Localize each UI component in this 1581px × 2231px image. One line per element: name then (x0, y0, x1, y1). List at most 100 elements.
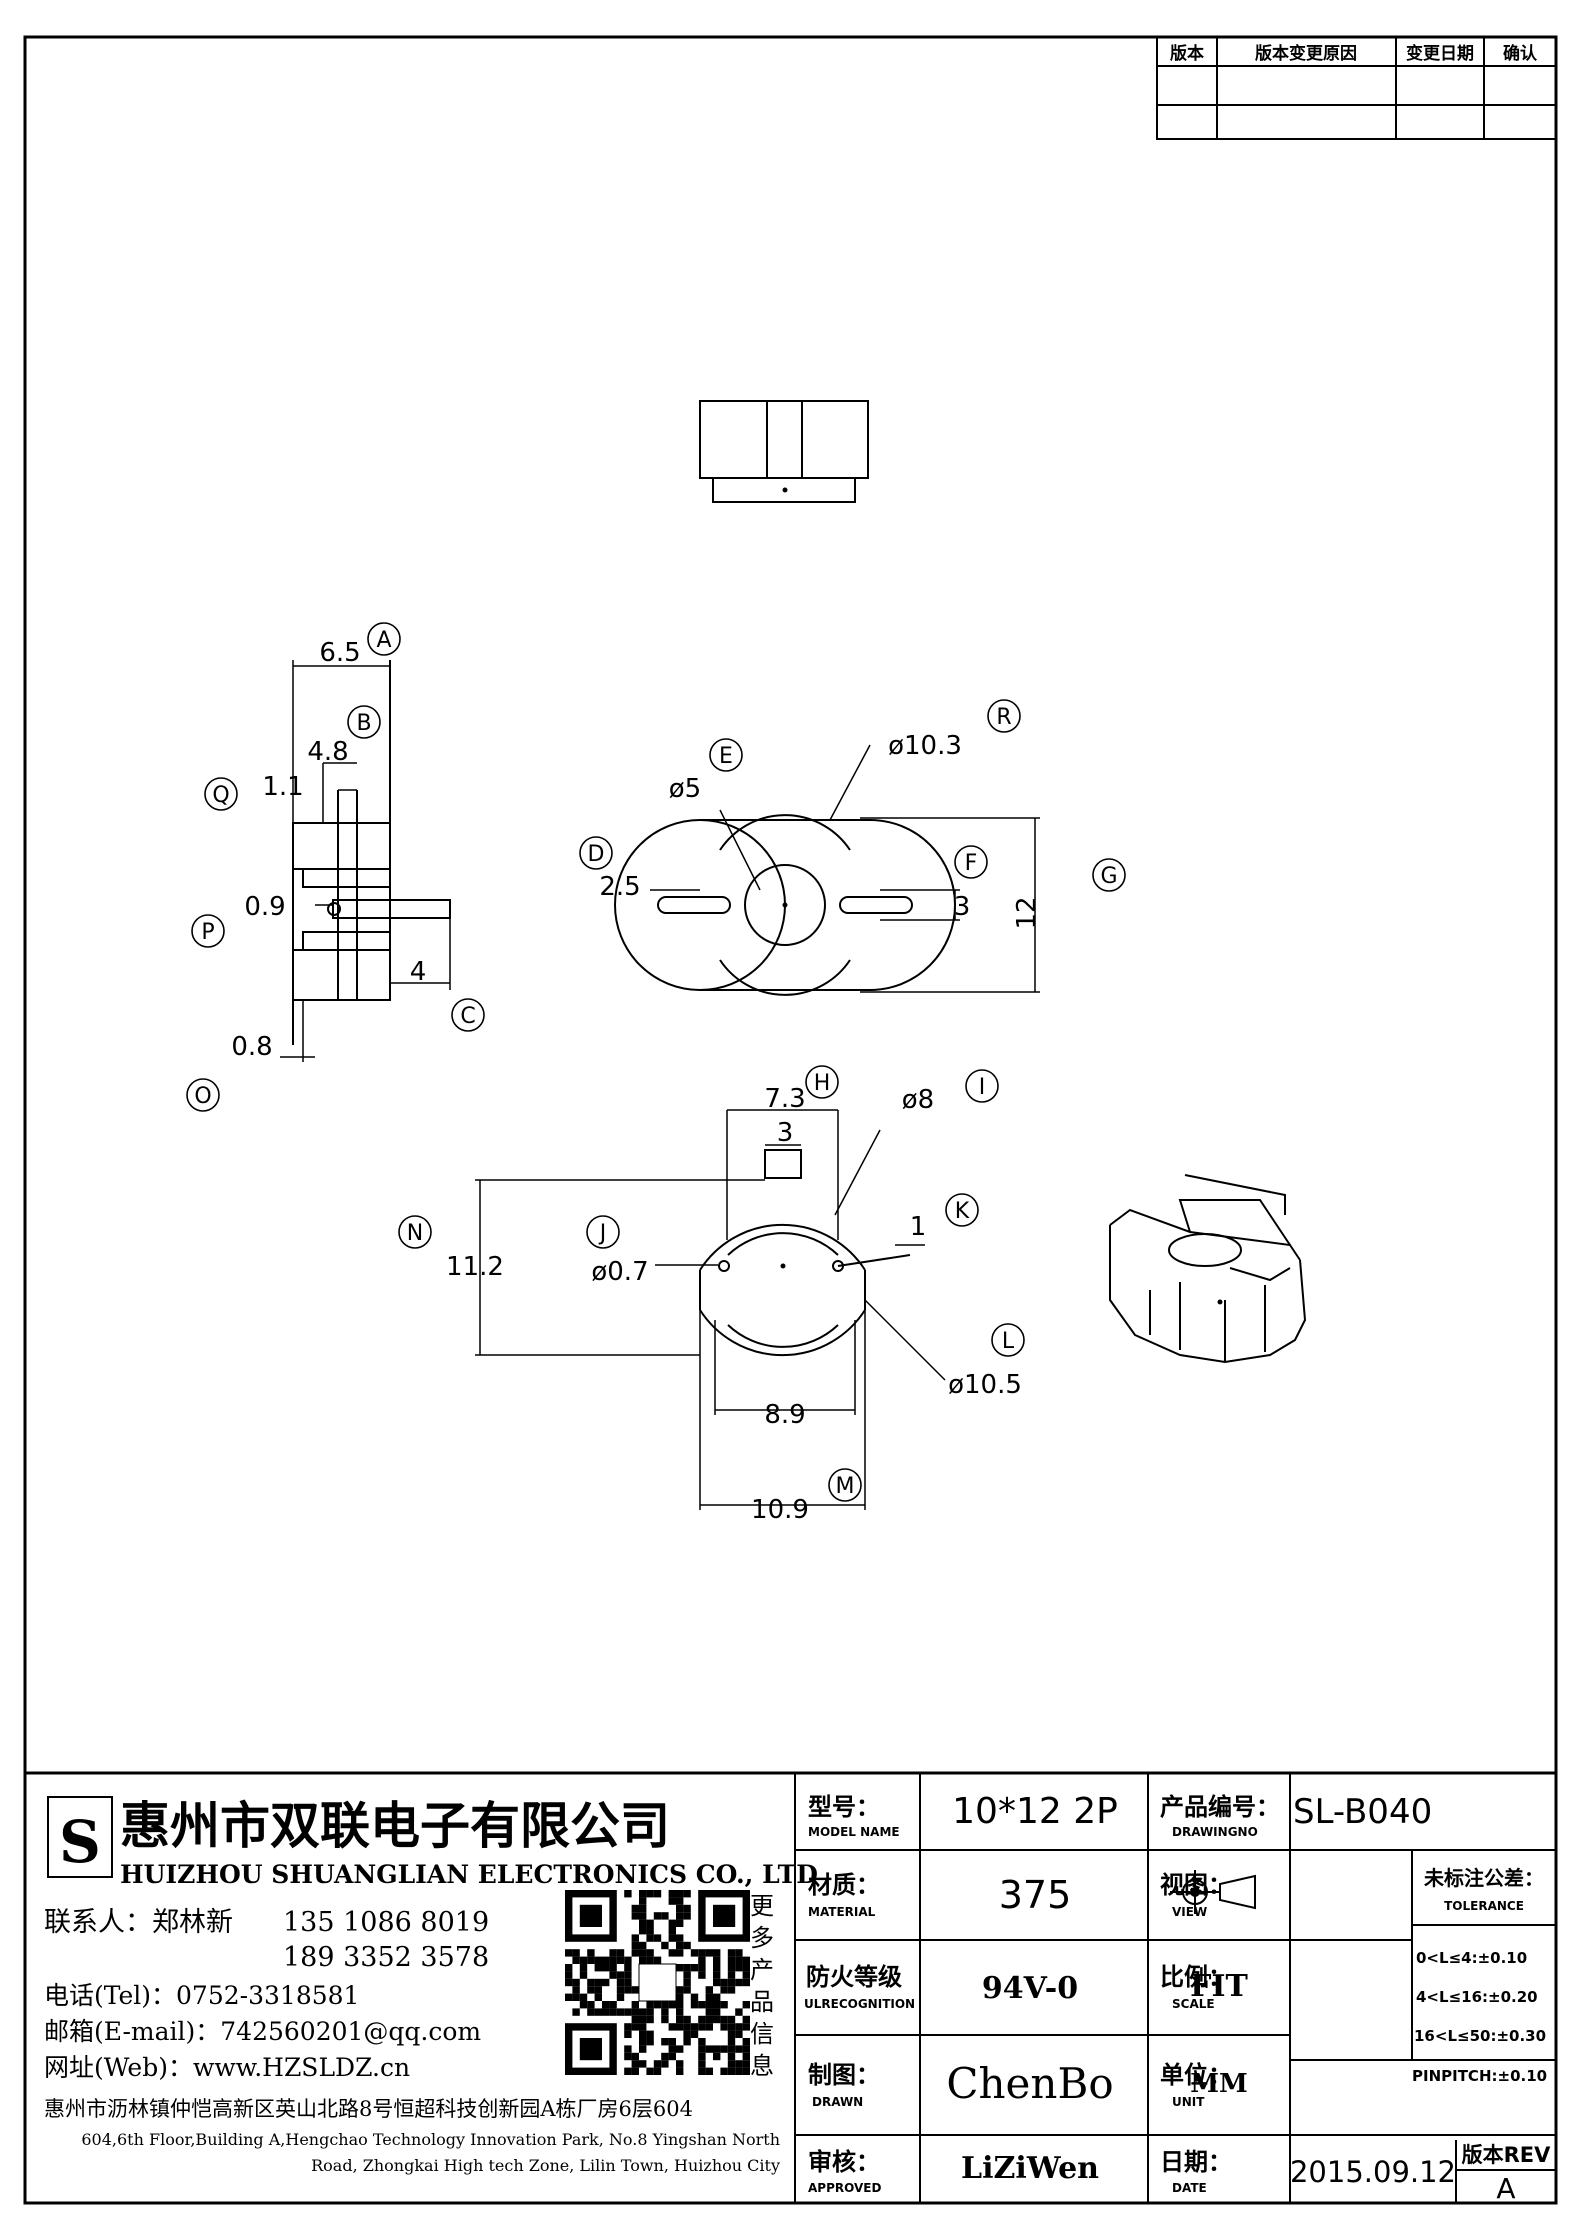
dim-g: 12 (1012, 896, 1042, 929)
qr-caption-2: 多 (750, 1924, 774, 1952)
bottom-view (699, 1149, 911, 1357)
dim-e: ø5 (669, 774, 701, 804)
contact-email: 邮箱(E-mail)：742560201@qq.com (44, 2017, 481, 2046)
qr-code (565, 1890, 750, 2075)
fire-value: 94V-0 (982, 1971, 1078, 2006)
product-no-label: 产品编号： (1160, 1793, 1280, 1821)
dim-b: 4.8 (307, 737, 348, 767)
view-label-en: VIEW (1172, 1905, 1207, 1919)
callout-n: N (407, 1221, 423, 1246)
dim-a: 6.5 (319, 638, 360, 668)
model-label-en: MODEL NAME (808, 1825, 900, 1839)
product-no-label-en: DRAWINGNO (1172, 1825, 1258, 1839)
callout-letters (186, 622, 1126, 1502)
dim-i: ø8 (902, 1085, 934, 1115)
dim-q: 1.1 (262, 772, 303, 802)
company-name-cn: 惠州市双联电子有限公司 (120, 1796, 670, 1855)
callout-k: K (955, 1199, 970, 1224)
model-label: 型号： (808, 1793, 880, 1821)
tolerance-row-4: PINPITCH:±0.10 (1412, 2067, 1547, 2085)
dim-c: 4 (410, 957, 427, 987)
dim-o: 0.8 (231, 1032, 272, 1062)
callout-b: B (356, 711, 371, 736)
tolerance-label: 未标注公差： (1424, 1866, 1544, 1890)
product-no-value: SL-B040 (1293, 1792, 1432, 1832)
tolerance-row-3: 16<L≤50:±0.30 (1414, 2027, 1546, 2045)
dim-h-outer: 7.3 (764, 1084, 805, 1114)
revision-table (1156, 36, 1557, 140)
scale-label-en: SCALE (1172, 1997, 1215, 2011)
contact-phone-1: 135 1086 8019 (283, 1907, 489, 1938)
fire-label-en: ULRECOGNITION (804, 1997, 915, 2011)
scale-value: FIT (1190, 1969, 1248, 2004)
material-value: 375 (999, 1873, 1072, 1917)
dim-r: ø10.3 (888, 731, 962, 761)
dim-n: 11.2 (446, 1252, 504, 1282)
company-name-en: HUIZHOU SHUANGLIAN ELECTRONICS CO., LTD (120, 1860, 818, 1889)
dim-h-inner: 3 (777, 1118, 794, 1148)
drawn-label-en: DRAWN (812, 2095, 863, 2109)
qr-caption-3: 产 (750, 1956, 774, 1984)
model-value: 10*12 2P (952, 1791, 1118, 1832)
dim-p: 0.9 (244, 892, 285, 922)
scale-label: 比例： (1160, 1963, 1232, 1991)
material-label: 材质： (808, 1871, 880, 1899)
rev-value: A (1496, 2172, 1515, 2205)
date-label-en: DATE (1172, 2181, 1207, 2195)
address-en-2: Road, Zhongkai High tech Zone, Lilin Tow… (311, 2156, 780, 2175)
dim-m: 10.9 (751, 1495, 809, 1525)
callout-a: A (376, 628, 391, 653)
front-view-dims (650, 744, 1040, 993)
callout-o: O (194, 1084, 211, 1109)
side-view (292, 660, 451, 1045)
rev-header-version: 版本 (1170, 43, 1204, 64)
approved-label: 审核： (808, 2148, 880, 2176)
callout-i: I (979, 1075, 986, 1100)
unit-value: MM (1190, 2069, 1248, 2099)
contact-phone-2: 189 3352 3578 (283, 1942, 489, 1973)
company-logo: S (47, 1796, 113, 1878)
svg-text:S: S (59, 1808, 101, 1876)
qr-caption-4: 品 (750, 1988, 774, 2016)
callout-c: C (460, 1004, 475, 1029)
unit-label-en: UNIT (1172, 2095, 1205, 2109)
rev-header-date: 变更日期 (1406, 43, 1474, 64)
material-label-en: MATERIAL (808, 1905, 876, 1919)
callout-m: M (836, 1474, 855, 1499)
contact-web: 网址(Web)：www.HZSLDZ.cn (44, 2053, 410, 2082)
qr-caption-1: 更 (750, 1892, 774, 1920)
address-en-1: 604,6th Floor,Building A,Hengchao Techno… (81, 2130, 780, 2149)
dim-j: ø0.7 (591, 1257, 648, 1287)
bottom-view-dims (475, 1109, 946, 1510)
dim-w-inner: 8.9 (764, 1400, 805, 1430)
rev-header-confirm: 确认 (1503, 43, 1538, 64)
callout-l: L (1002, 1329, 1015, 1354)
isometric-view (1109, 1174, 1307, 1364)
side-view-dims (280, 660, 451, 1062)
callout-g: G (1100, 864, 1117, 889)
title-table-grid (794, 1773, 1556, 2203)
drawn-value: ChenBo (946, 2059, 1113, 2108)
date-label: 日期： (1160, 2148, 1232, 2176)
date-value: 2015.09.12 (1290, 2155, 1456, 2189)
fire-label: 防火等级 (806, 1963, 902, 1991)
callout-j: J (598, 1221, 607, 1246)
rev-header-reason: 版本变更原因 (1255, 43, 1357, 64)
tolerance-row-1: 0<L≤4:±0.10 (1416, 1949, 1527, 1967)
contact-name: 联系人：郑林新 (44, 1907, 233, 1938)
tolerance-label-en: TOLERANCE (1444, 1899, 1524, 1913)
approved-value: LiZiWen (961, 2151, 1099, 2186)
callout-p: P (201, 920, 214, 945)
dim-d: 2.5 (599, 872, 640, 902)
qr-caption-5: 信 (750, 2020, 774, 2048)
dim-l: ø10.5 (948, 1370, 1022, 1400)
dim-f: 3 (954, 892, 971, 922)
callout-r: R (996, 705, 1011, 730)
projection-symbol-icon (1170, 1870, 1256, 1914)
callout-f: F (965, 851, 978, 876)
top-view (699, 400, 869, 503)
address-cn: 惠州市沥林镇仲恺高新区英山北路8号恒超科技创新园A栋厂房6层604 (44, 2097, 693, 2121)
callout-h: H (814, 1071, 831, 1096)
unit-label: 单位： (1160, 2061, 1232, 2089)
